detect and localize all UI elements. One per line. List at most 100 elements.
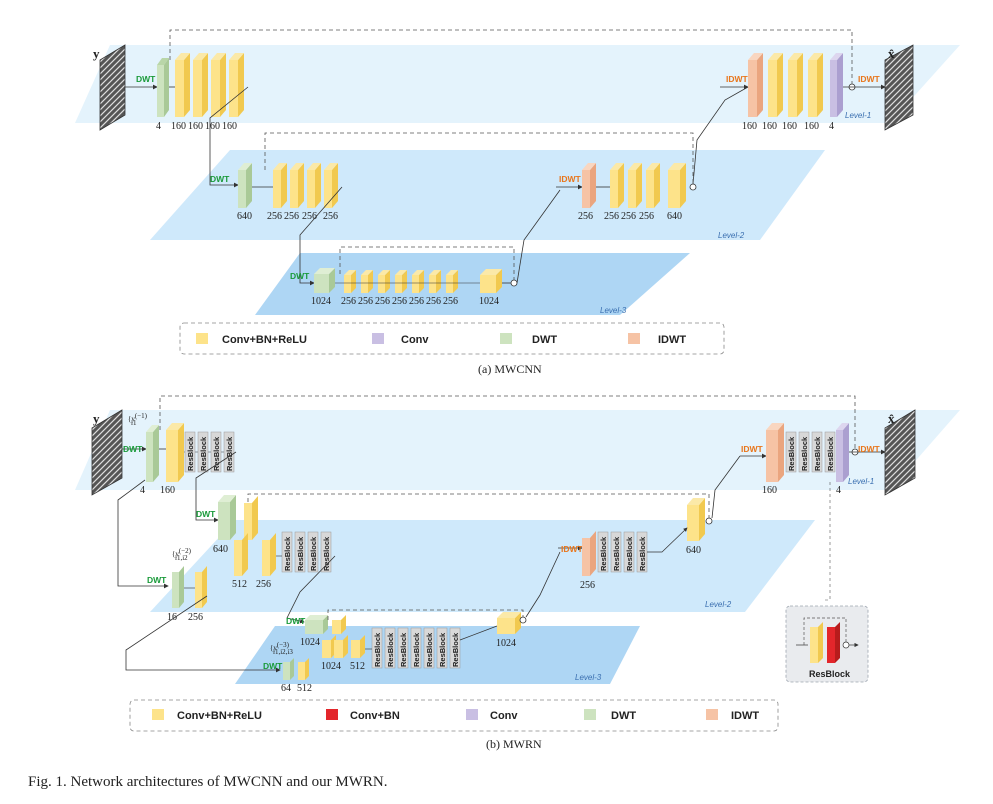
mwcnn-l3-dwt-label: DWT xyxy=(290,271,310,281)
mwrn-legend-box xyxy=(129,699,779,732)
mwrn-l2-dec-blocks: ResBlock ResBlock ResBlock ResBlock xyxy=(582,498,705,576)
mwcnn-legend-b: Conv xyxy=(401,334,429,346)
mwcnn-l1-enc-4: 160 xyxy=(222,121,237,132)
mwrn-l3-in: 1024 xyxy=(300,637,320,648)
resblock-label: ResBlock xyxy=(438,632,447,667)
mwrn-l2-blocks: ResBlock ResBlock ResBlock ResBlock xyxy=(172,495,332,608)
resblock-label: ResBlock xyxy=(599,536,608,571)
mwrn-l2-in: 640 xyxy=(213,544,228,555)
resblock-label: ResBlock xyxy=(296,536,305,571)
resblock-label: ResBlock xyxy=(787,436,796,471)
resblock-label: ResBlock xyxy=(399,632,408,667)
mwcnn-l3-out: 1024 xyxy=(479,296,499,307)
mwrn-l2-idwt-label: IDWT xyxy=(561,544,584,554)
resblock-label: ResBlock xyxy=(212,436,221,471)
resblock-label: ResBlock xyxy=(283,536,292,571)
mwcnn-l3-mid-3: 256 xyxy=(392,296,407,307)
mwrn-diagram: y x̂ {y(−1)i1 DWT ResBlock ResBlock ResB… xyxy=(75,395,960,751)
resblock-label: ResBlock xyxy=(386,632,395,667)
mwcnn-l1-dec-blocks xyxy=(748,53,843,117)
resblock-label: ResBlock xyxy=(373,632,382,667)
mwcnn-input-label: y xyxy=(93,46,100,61)
legend-conv-bn-relu-swatch xyxy=(152,709,164,720)
legend-dwt-swatch xyxy=(500,333,512,344)
mwrn-l3-a: 1024 xyxy=(321,661,341,672)
mwcnn-l1-dec-0: 160 xyxy=(742,121,757,132)
mwcnn-l2-dec-1: 256 xyxy=(604,211,619,222)
mwrn-legend-a: Conv+BN+ReLU xyxy=(177,710,262,722)
mwrn-l2-a: 512 xyxy=(232,579,247,590)
mwrn-l2-dwt-label: DWT xyxy=(196,509,216,519)
mwrn-l2-side-b: 256 xyxy=(188,612,203,623)
mwrn-l3-b: 512 xyxy=(350,661,365,672)
inset-conv-bn-relu xyxy=(810,622,823,663)
mwrn-l3-side-b: 512 xyxy=(297,683,312,694)
mwrn-l3-blocks: ResBlock ResBlock ResBlock ResBlock ResB… xyxy=(283,612,521,680)
mwrn-sub2: {y(−2)i1,i2 xyxy=(172,547,192,562)
mwcnn-l1-dec-1: 160 xyxy=(762,121,777,132)
legend-conv-swatch xyxy=(372,333,384,344)
mwrn-l1-out-idwt-label: IDWT xyxy=(858,444,881,454)
mwrn-l1-resblocks: ResBlock ResBlock ResBlock ResBlock xyxy=(184,431,235,473)
mwrn-legend-b: Conv+BN xyxy=(350,710,400,722)
inset-conv-bn xyxy=(827,622,840,663)
mwcnn-l1-dec-3: 160 xyxy=(804,121,819,132)
mwcnn-l3-enc: 1024 xyxy=(311,296,331,307)
mwcnn-l2-dec-2: 256 xyxy=(621,211,636,222)
resblock-label: ResBlock xyxy=(186,436,195,471)
mwcnn-l2-dec-0: 256 xyxy=(578,211,593,222)
mwrn-l1-dec-blocks: ResBlock ResBlock ResBlock ResBlock xyxy=(766,423,849,482)
mwcnn-level3-label: Level-3 xyxy=(600,306,627,315)
resblock-label: ResBlock xyxy=(826,436,835,471)
mwrn-l2-dec-a: 256 xyxy=(580,580,595,591)
mwcnn-legend-a: Conv+BN+ReLU xyxy=(222,334,307,346)
mwcnn-level1-label: Level-1 xyxy=(845,111,871,120)
mwcnn-l2-enc-3: 256 xyxy=(302,211,317,222)
mwcnn-output-label: x̂ xyxy=(888,46,895,61)
mwcnn-level3-plane xyxy=(255,253,690,315)
mwrn-l1-blocks xyxy=(146,423,184,482)
legend-dwt-swatch xyxy=(584,709,596,720)
mwcnn-l1-dec-4: 4 xyxy=(829,121,834,132)
mwcnn-l1-enc-0: 4 xyxy=(156,121,161,132)
mwcnn-l1-conv-blocks xyxy=(175,53,244,117)
mwcnn-l2-dec-3: 256 xyxy=(639,211,654,222)
mwrn-l3-dwt-label: DWT xyxy=(286,616,306,626)
mwrn-l1-dwt-label: DWT xyxy=(123,444,143,454)
legend-conv-bn-swatch xyxy=(326,709,338,720)
mwcnn-l2-enc-0: 640 xyxy=(237,211,252,222)
mwrn-l2-side-a: 16 xyxy=(167,612,177,623)
mwcnn-level1-plane xyxy=(75,45,960,123)
mwrn-input-image xyxy=(91,409,123,496)
mwcnn-level2-label: Level-2 xyxy=(718,231,745,240)
resblock-label: ResBlock xyxy=(425,632,434,667)
mwcnn-l3-mid-2: 256 xyxy=(375,296,390,307)
mwrn-legend-e: IDWT xyxy=(731,710,759,722)
resblock-label: ResBlock xyxy=(638,536,647,571)
mwrn-output-label: x̂ xyxy=(888,411,895,426)
mwrn-l1-dec: 160 xyxy=(762,485,777,496)
mwrn-level2-label: Level-2 xyxy=(705,600,732,609)
mwcnn-caption: (a) MWCNN xyxy=(478,362,542,376)
resblock-label: ResBlock xyxy=(309,536,318,571)
mwcnn-l1-dec-2: 160 xyxy=(782,121,797,132)
legend-conv-bn-relu-swatch xyxy=(196,333,208,344)
mwcnn-l2-enc-2: 256 xyxy=(284,211,299,222)
mwcnn-l1-enc-2: 160 xyxy=(188,121,203,132)
inset-label: ResBlock xyxy=(809,669,851,679)
legend-conv-swatch xyxy=(466,709,478,720)
mwcnn-l3-mid-1: 256 xyxy=(358,296,373,307)
mwcnn-l2-enc-1: 256 xyxy=(267,211,282,222)
mwcnn-l2-dwt-label: DWT xyxy=(210,174,230,184)
mwrn-l1-out: 4 xyxy=(836,485,841,496)
mwrn-l2-dec-b: 640 xyxy=(686,545,701,556)
mwrn-sub3: {y(−3)i1,i2,i3 xyxy=(270,641,293,656)
mwrn-input-label: y xyxy=(93,411,100,426)
mwcnn-legend-c: DWT xyxy=(532,334,557,346)
mwcnn-l3-mid-4: 256 xyxy=(409,296,424,307)
mwcnn-l1-idwt-label: IDWT xyxy=(726,74,749,84)
legend-idwt-swatch xyxy=(706,709,718,720)
mwrn-l2-b: 256 xyxy=(256,579,271,590)
mwrn-level1-label: Level-1 xyxy=(848,477,874,486)
mwrn-l3-out: 1024 xyxy=(496,638,516,649)
